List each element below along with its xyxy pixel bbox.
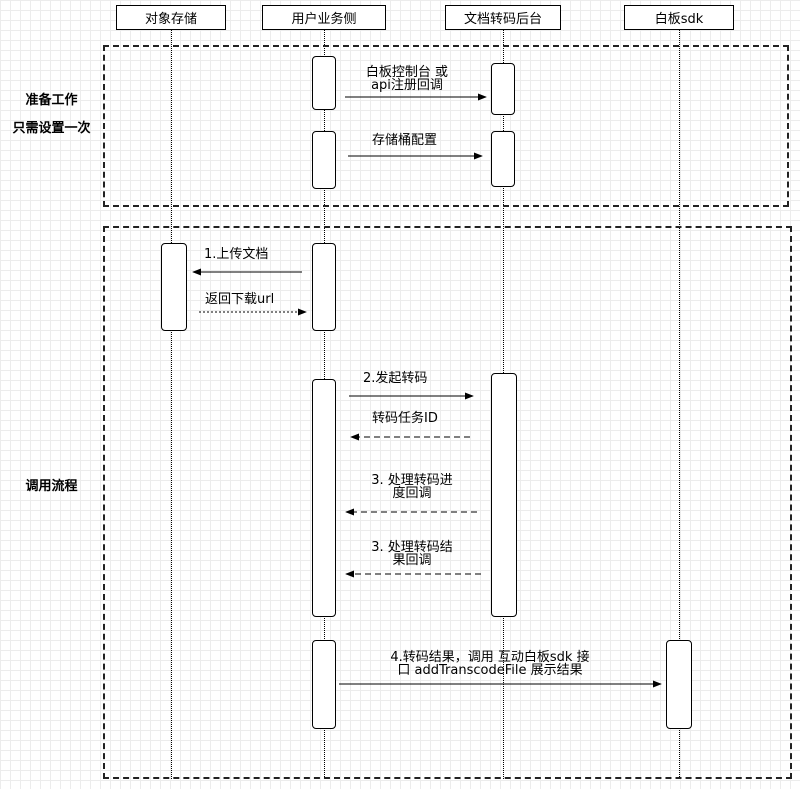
activation-converter-3[interactable] xyxy=(491,373,517,617)
activation-business-5[interactable] xyxy=(312,640,336,729)
frame-call-flow xyxy=(103,226,792,779)
activation-converter-2[interactable] xyxy=(491,131,515,187)
message-label-progress-callback: 3. 处理转码进 度回调 xyxy=(352,474,472,500)
actor-whiteboard-sdk[interactable]: 白板sdk xyxy=(624,5,734,30)
message-label-register-callback: 白板控制台 或 api注册回调 xyxy=(345,66,469,92)
group-label-preparation-line1: 准备工作 xyxy=(25,93,78,108)
actor-user-business[interactable]: 用户业务侧 xyxy=(262,5,386,30)
activation-business-1[interactable] xyxy=(312,56,336,110)
message-label-show-result-line2: 口 addTranscodeFile 展示结果 xyxy=(397,663,583,678)
activation-business-3[interactable] xyxy=(312,243,336,331)
message-label-register-callback-line1: 白板控制台 或 xyxy=(365,65,449,80)
message-label-show-result-line1: 4.转码结果，调用 互动白板sdk 接 xyxy=(390,650,590,665)
group-label-preparation-line2: 只需设置一次 xyxy=(12,121,91,136)
message-label-result-callback-line2: 果回调 xyxy=(392,553,432,568)
frame-preparation xyxy=(103,45,789,207)
activation-business-2[interactable] xyxy=(312,131,336,189)
message-label-task-id: 转码任务ID xyxy=(372,411,438,426)
message-label-start-transcode: 2.发起转码 xyxy=(363,371,428,386)
message-label-result-callback-line1: 3. 处理转码结 xyxy=(371,540,453,555)
message-label-return-url: 返回下载url xyxy=(205,292,275,307)
message-label-bucket-config: 存储桶配置 xyxy=(372,133,438,148)
message-label-register-callback-line2: api注册回调 xyxy=(371,78,443,93)
group-label-call-flow: 调用流程 xyxy=(25,479,78,494)
activation-storage[interactable] xyxy=(161,243,187,331)
message-label-progress-callback-line2: 度回调 xyxy=(392,486,432,501)
message-label-upload-doc: 1.上传文档 xyxy=(204,247,269,262)
activation-sdk[interactable] xyxy=(666,640,692,729)
group-label-preparation: 准备工作 只需设置一次 xyxy=(0,87,103,143)
activation-business-4[interactable] xyxy=(312,379,336,617)
actor-object-storage[interactable]: 对象存储 xyxy=(116,5,226,30)
lifeline-sdk xyxy=(679,30,680,779)
activation-converter-1[interactable] xyxy=(491,63,515,115)
message-label-result-callback: 3. 处理转码结 果回调 xyxy=(352,541,472,567)
message-label-show-result: 4.转码结果，调用 互动白板sdk 接 口 addTranscodeFile 展… xyxy=(355,651,625,677)
actor-doc-converter[interactable]: 文档转码后台 xyxy=(445,5,561,30)
lifeline-storage xyxy=(171,30,172,779)
message-label-progress-callback-line1: 3. 处理转码进 xyxy=(371,473,453,488)
